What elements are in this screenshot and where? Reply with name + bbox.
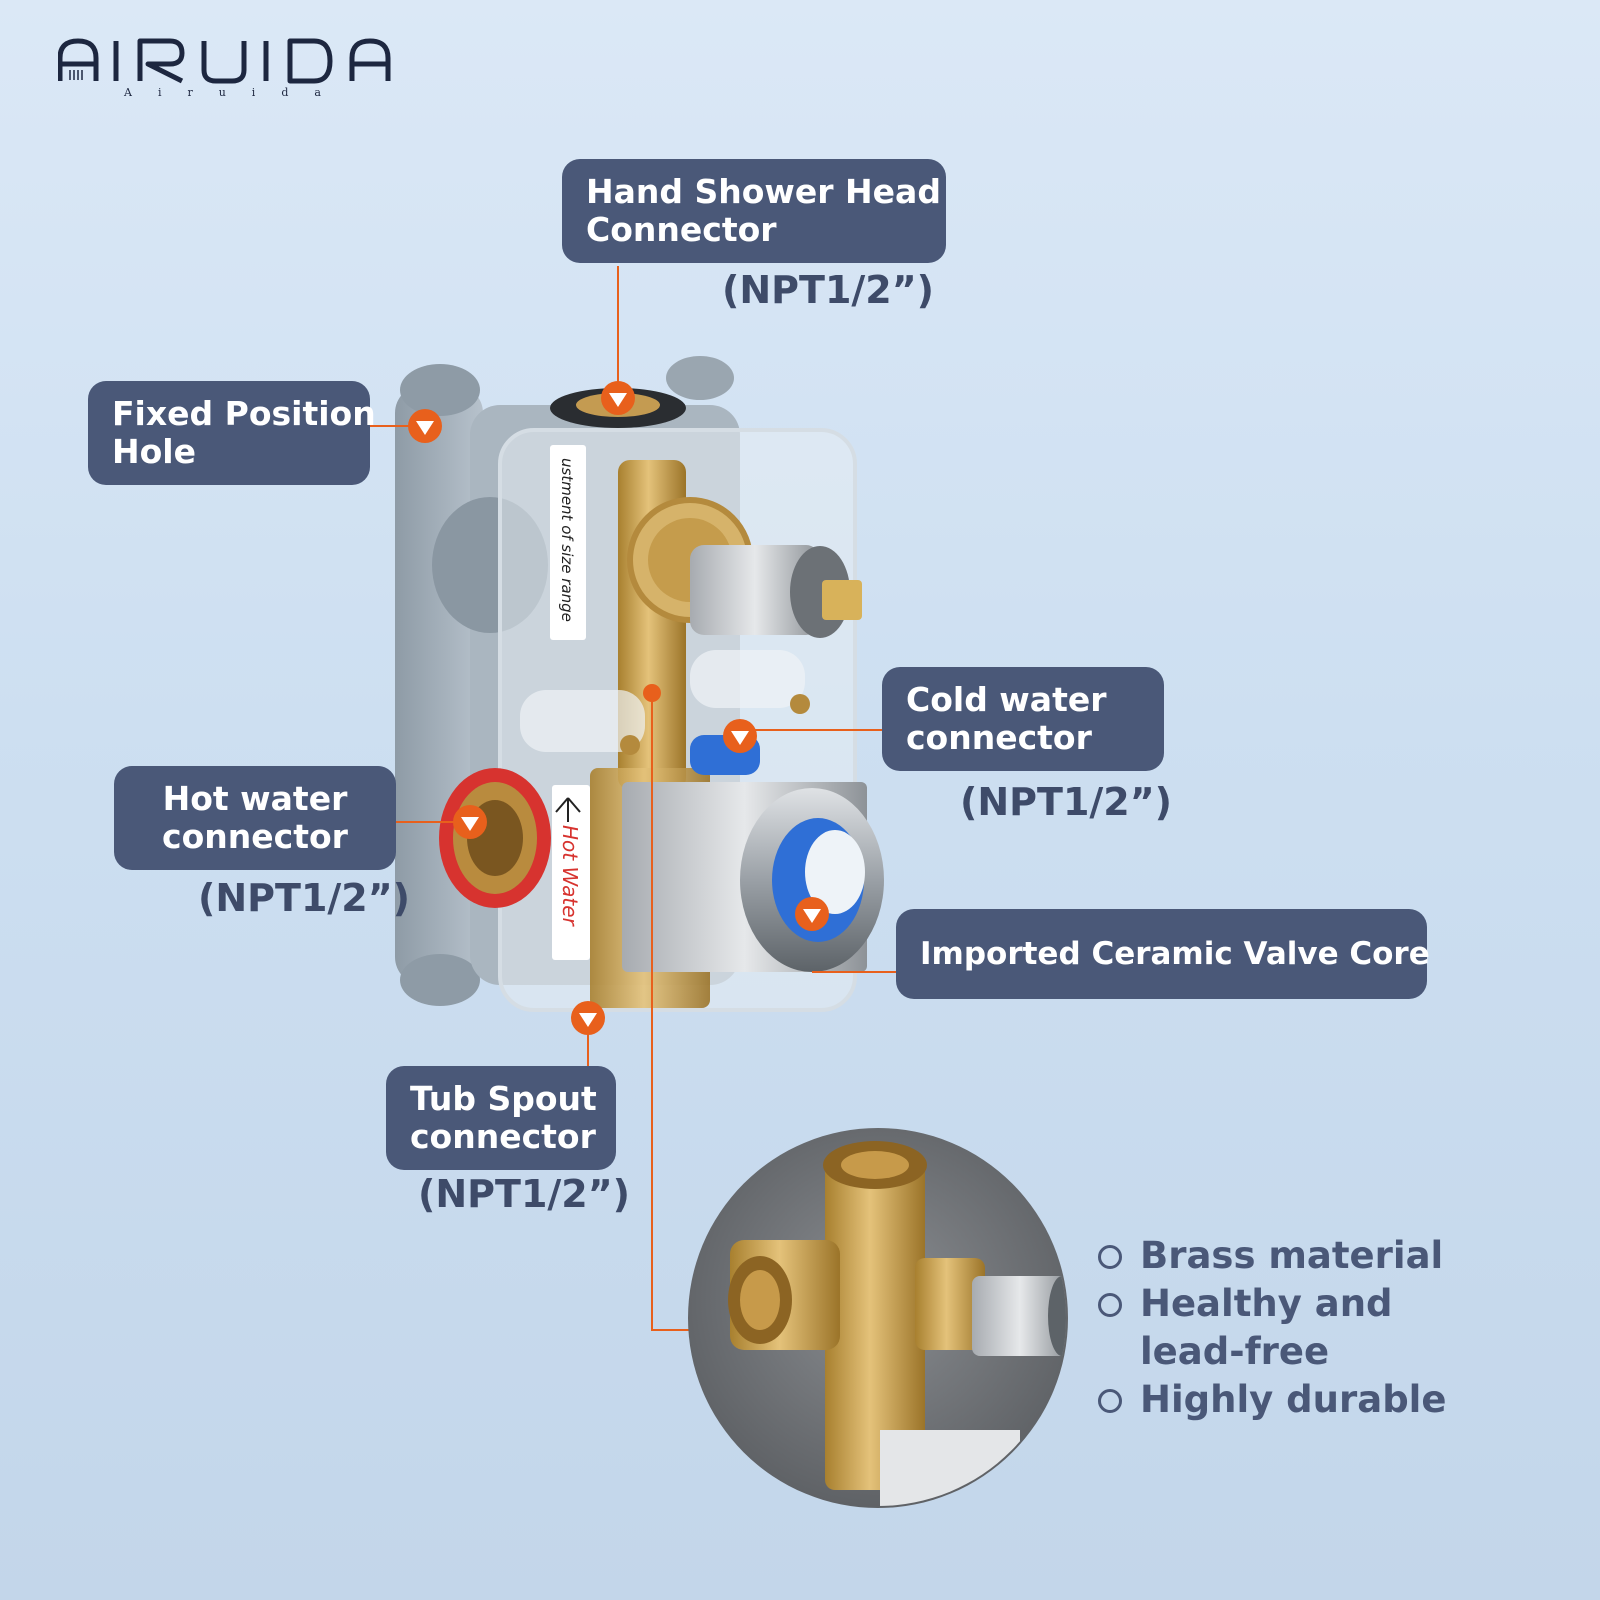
svg-text:Hot Water: Hot Water <box>558 825 582 928</box>
label-hand-shower-connector: Hand Shower Head Connector <box>562 159 946 263</box>
shower-icon <box>69 70 83 80</box>
label-text: Hole <box>112 432 196 471</box>
label-text: connector <box>906 718 1092 757</box>
feature-text: Highly durable <box>1140 1378 1447 1421</box>
feature-text: Brass material <box>1140 1234 1444 1277</box>
ceramic-valve-cartridge <box>622 782 884 972</box>
label-text: Tub Spout <box>410 1079 597 1118</box>
brand-logo: Airuida <box>58 36 408 106</box>
label-hot-water-connector: Hot water connector <box>114 766 396 870</box>
logo-subtitle-text: Airuida <box>124 86 347 99</box>
label-text: Connector <box>586 210 777 249</box>
npt-hand-shower: (NPT1/2”) <box>722 268 935 312</box>
logo-subtitle: Airuida <box>124 86 394 99</box>
marker-hand-shower <box>601 381 635 415</box>
npt-cold-water: (NPT1/2”) <box>960 780 1173 824</box>
hot-water-inlet <box>439 768 551 908</box>
npt-tub-spout: (NPT1/2”) <box>418 1172 631 1216</box>
marker-brass-dot <box>643 684 661 702</box>
label-text: connector <box>162 817 348 856</box>
label-cold-water-connector: Cold water connector <box>882 667 1164 771</box>
feature-item: Healthy and lead-free <box>1098 1280 1398 1376</box>
markers <box>408 381 829 1035</box>
hot-water-sticker: Hot Water <box>552 785 590 960</box>
label-tub-spout-connector: Tub Spout connector <box>386 1066 616 1170</box>
marker-tub-spout <box>571 1001 605 1035</box>
marker-hot-water <box>453 805 487 839</box>
leader-brass-detail <box>651 693 690 1331</box>
label-text: Hot water <box>162 779 348 818</box>
label-fixed-position-hole: Fixed Position Hole <box>88 381 376 485</box>
label-text: Imported Ceramic Valve Core <box>920 936 1430 972</box>
label-imported-ceramic-valve-core: Imported Ceramic Valve Core <box>896 909 1430 999</box>
feature-item: Brass material <box>1098 1232 1578 1280</box>
label-text: Hand Shower Head <box>586 172 941 211</box>
feature-text: Healthy and lead-free <box>1140 1282 1393 1373</box>
brass-detail-closeup <box>688 1128 1068 1508</box>
npt-hot-water: (NPT1/2”) <box>198 876 411 920</box>
size-range-sticker: ustment of size range <box>550 445 586 640</box>
marker-fixed-hole <box>408 409 442 443</box>
circle-bullet-icon <box>1098 1389 1122 1413</box>
label-text: Cold water <box>906 680 1107 719</box>
feature-item: Highly durable <box>1098 1376 1578 1424</box>
logo-wordmark <box>58 38 391 84</box>
svg-text:ustment of size range: ustment of size range <box>558 458 576 622</box>
label-text: connector <box>410 1117 596 1156</box>
circle-bullet-icon <box>1098 1245 1122 1269</box>
marker-valve-core <box>795 897 829 931</box>
label-text: Fixed Position <box>112 394 376 433</box>
plastic-plugs <box>520 650 810 775</box>
circle-bullet-icon <box>1098 1293 1122 1317</box>
marker-cold-water <box>723 719 757 753</box>
feature-list: Brass material Healthy and lead-free Hig… <box>1098 1232 1578 1424</box>
